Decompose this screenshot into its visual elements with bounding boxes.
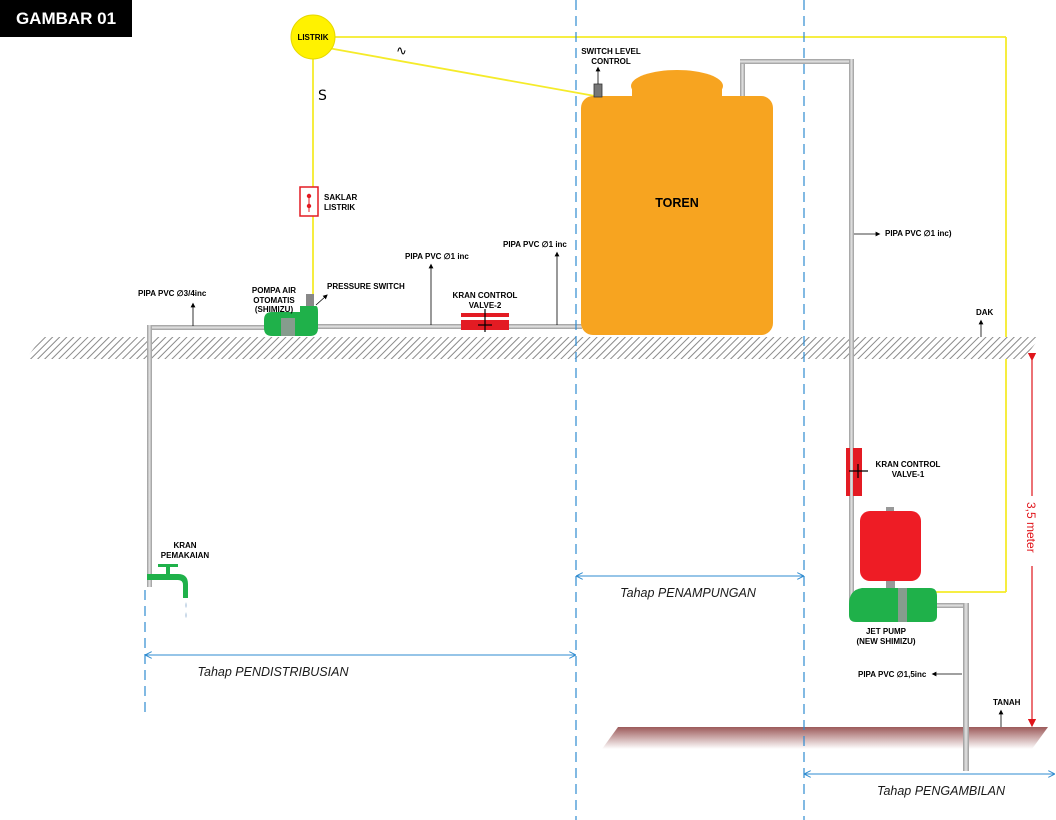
- kran-pemakaian-label-1: KRAN: [173, 541, 196, 550]
- faucet-icon: [147, 574, 188, 598]
- dak-label: DAK: [976, 308, 994, 317]
- pipe-top-feed: [740, 59, 854, 64]
- height-label: 3,5 meter: [1024, 502, 1038, 553]
- toren-tank: TOREN: [581, 70, 773, 335]
- pipes: [147, 59, 969, 771]
- jet-pump-label-2: (NEW SHIMIZU): [856, 637, 915, 646]
- electric-wiring: [312, 36, 1007, 593]
- pipe-34-label: PIPA PVC ∅3/4inc: [138, 289, 207, 298]
- saklar-label-2: LISTRIK: [324, 203, 355, 212]
- pressure-switch-icon: [306, 294, 314, 306]
- pipe-15-label: PIPA PVC ∅1,5inc: [858, 670, 927, 679]
- pipe-down-to-kran: [147, 325, 152, 587]
- tank-label: TOREN: [655, 196, 699, 210]
- pipe-1a-label: PIPA PVC ∅1 inc: [405, 252, 469, 261]
- switch-level-label-1: SWITCH LEVEL: [581, 47, 641, 56]
- level-sensor-icon: [593, 83, 603, 98]
- pipe-tank-to-pump: [316, 324, 582, 329]
- saklar-label-1: SAKLAR: [324, 193, 358, 202]
- ac-symbol-icon: S: [318, 88, 327, 104]
- pompa-label-2: OTOMATIS: [253, 296, 295, 305]
- pipe-distribution-34: [147, 325, 267, 330]
- saklar-switch: SAKLAR LISTRIK: [299, 186, 358, 217]
- kran-pemakaian-label-2: PEMAKAIAN: [161, 551, 210, 560]
- power-source-icon: [290, 14, 336, 60]
- valve-2-label-1: KRAN CONTROL: [453, 291, 518, 300]
- kran-pemakaian: KRAN PEMAKAIAN: [147, 541, 209, 618]
- kran-control-valve-1: KRAN CONTROL VALVE-1: [846, 448, 941, 496]
- pipe-suction-top: [933, 603, 968, 608]
- valve-1-handle: [846, 448, 850, 496]
- pipe-1c-label: PIPA PVC ∅1 inc): [885, 229, 952, 238]
- roof-slab-dak: [26, 337, 1040, 359]
- tanah-label: TANAH: [993, 698, 1021, 707]
- pressure-switch-label: PRESSURE SWITCH: [327, 282, 405, 291]
- switch-level-label-2: CONTROL: [591, 57, 631, 66]
- ac-symbol-icon: ∿: [396, 44, 407, 59]
- height-dimension: 3,5 meter: [1024, 352, 1040, 728]
- valve-1-label-1: KRAN CONTROL: [876, 460, 941, 469]
- jet-pump-icon: [849, 588, 937, 622]
- stage-annotations: Tahap PENDISTRIBUSIAN Tahap PENAMPUNGAN …: [146, 576, 1054, 798]
- tank-body: [581, 96, 773, 335]
- stage-distribusi-label: Tahap PENDISTRIBUSIAN: [198, 665, 350, 679]
- pipe-suction-15: [963, 603, 969, 771]
- kran-control-valve-2: KRAN CONTROL VALVE-2: [453, 291, 518, 332]
- pressure-tank-icon: [860, 511, 921, 581]
- valve-1-label-2: VALVE-1: [892, 470, 925, 479]
- figure-title: GAMBAR 01: [0, 0, 132, 37]
- ground-slab-tanah: [602, 727, 1048, 749]
- pipe-riser: [849, 59, 854, 605]
- valve-2-label-2: VALVE-2: [469, 301, 502, 310]
- pompa-label-1: POMPA AIR: [252, 286, 296, 295]
- jet-pump-label-1: JET PUMP: [866, 627, 907, 636]
- pipe-1b-label: PIPA PVC ∅1 inc: [503, 240, 567, 249]
- stage-penampungan-label: Tahap PENAMPUNGAN: [620, 586, 757, 600]
- pipe-into-tank: [740, 60, 745, 98]
- pompa-label-3: (SHIMIZU): [255, 305, 294, 314]
- pompa-air-otomatis: POMPA AIR OTOMATIS (SHIMIZU) PRESSURE SW…: [252, 282, 405, 336]
- switch-level-control: SWITCH LEVEL CONTROL: [581, 47, 641, 98]
- power-source-label: LISTRIK: [297, 33, 328, 42]
- jet-pump: JET PUMP (NEW SHIMIZU): [849, 507, 937, 646]
- power-source: LISTRIK: [290, 14, 336, 60]
- stage-pengambilan-label: Tahap PENGAMBILAN: [877, 784, 1006, 798]
- wire-to-level-switch: [327, 47, 596, 97]
- pipe-labels: PIPA PVC ∅3/4inc PIPA PVC ∅1 inc PIPA PV…: [138, 229, 1021, 727]
